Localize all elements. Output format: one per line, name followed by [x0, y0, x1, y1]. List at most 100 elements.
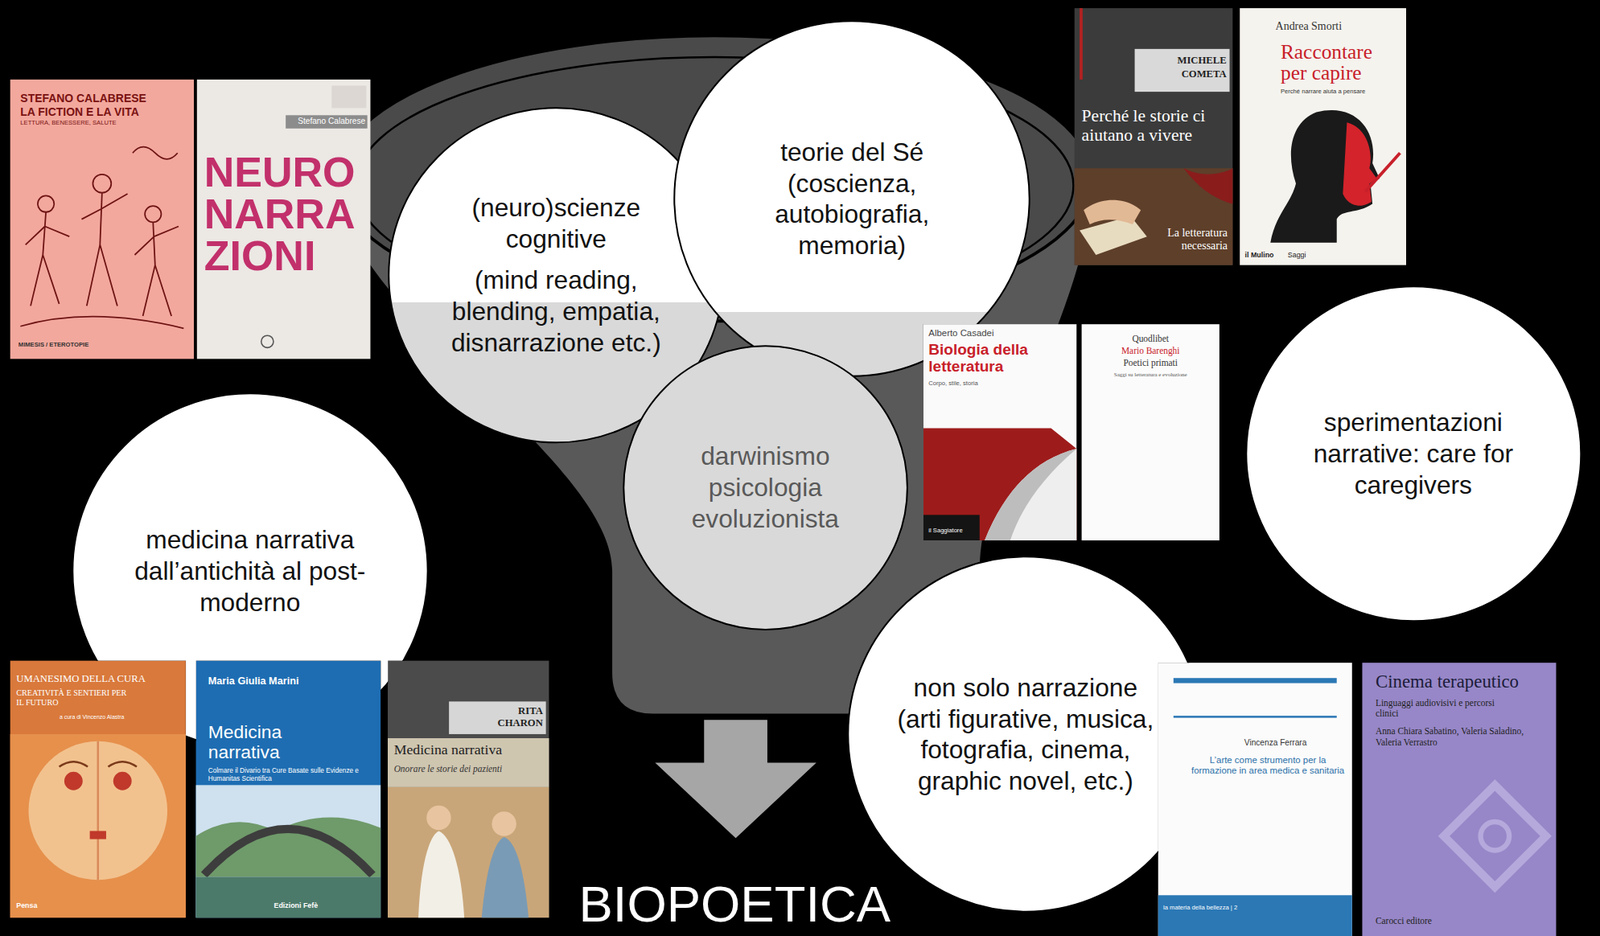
book-cover: [387, 661, 549, 919]
cover-title: NEURO NARRA ZIONI: [204, 151, 370, 277]
book-cover: [1173, 678, 1337, 683]
label-holder: Andrea Smorti: [1275, 20, 1399, 34]
book-cover: [1079, 8, 1083, 80]
circle-body: teorie del Sé (coscienza, autobiografia,…: [673, 20, 1031, 378]
label-holder: MICHELE COMETA: [1165, 53, 1227, 81]
book-cover: [134, 222, 179, 317]
book-cover: [97, 741, 100, 881]
cover-author: Andrea Smorti: [1275, 20, 1399, 34]
label-holder: Stefano Calabrese: [287, 116, 366, 127]
label-holder: Carocci editore: [1375, 916, 1498, 928]
cover-author: Maria Giulia Marini: [208, 675, 372, 688]
book-cover: [923, 324, 1077, 541]
cover-subtitle: Onorare le storie dei pazienti: [394, 764, 546, 776]
cover-author: Stefano Calabrese: [287, 116, 366, 127]
cover-subtitle: La letteratura necessaria: [1147, 226, 1228, 253]
book-cover: [1074, 8, 1234, 266]
cover-series: la materia della bellezza | 2: [1163, 904, 1347, 912]
book-cover: [90, 830, 107, 840]
cover-author: Alberto Casadei: [928, 328, 1072, 340]
label-holder: LA FICTION E LA VITA: [20, 105, 189, 120]
book-cover: [1361, 662, 1556, 936]
label-holder: CREATIVITÀ E SENTIERI PER IL FUTURO: [16, 688, 131, 708]
result-label: BIOPOETICA: [530, 877, 939, 932]
book-cover: [132, 147, 178, 160]
book-cover: [10, 734, 186, 918]
cover-title: Poetici primati: [1083, 357, 1218, 370]
book-cover: [64, 772, 83, 791]
topic-text: sperimentazioni narrative: care for care…: [1278, 407, 1549, 501]
cover-title: L’arte come strumento per la formazione …: [1188, 755, 1348, 778]
topic-text: teorie del Sé (coscienza, autobiografia,…: [742, 136, 963, 262]
label-holder: RITA CHARON: [479, 705, 543, 732]
topic-circle: non solo narrazione (arti figurative, mu…: [847, 555, 1205, 914]
label-holder: Onorare le storie dei pazienti: [394, 764, 546, 776]
book-cover: [1270, 110, 1380, 243]
label-holder: LETTURA, BENESSERE, SALUTE: [20, 119, 189, 127]
book-cover: [1361, 662, 1556, 936]
cover-subtitle: Colmare il Divario tra Cure Basate sulle…: [208, 767, 377, 784]
label-holder: Perché le storie ci aiutano a vivere: [1081, 106, 1230, 145]
book-cover: [25, 212, 70, 307]
book-cover: [426, 806, 451, 831]
cover-author: Vincenza Ferrara: [1214, 738, 1337, 749]
book-cover: [331, 86, 367, 109]
cover-author: Anna Chiara Sabatino, Valeria Saladino, …: [1375, 726, 1529, 749]
label-holder: Poetici primati: [1083, 357, 1218, 370]
book-cover: [285, 115, 367, 128]
book-cover: [1135, 49, 1230, 92]
book-cover: [923, 324, 1077, 541]
cover-subtitle: Corpo, stile, storia: [928, 379, 1072, 387]
label-holder: Mario Barenghi: [1083, 345, 1218, 358]
label-holder: Biologia della letteratura: [928, 341, 1072, 376]
label-holder: Medicina narrativa: [394, 741, 546, 758]
cover-title: Biologia della letteratura: [928, 341, 1072, 376]
book-cover: [1342, 122, 1378, 206]
cover-title: LA FICTION E LA VITA: [20, 105, 189, 120]
topic-text: darwinismo psicologia evoluzionista: [663, 440, 868, 535]
book-cover: [1074, 168, 1234, 265]
label-holder: a cura di Vincenzo Alastra: [50, 714, 132, 721]
cover-subtitle: Linguaggi audiovisivi e percorsi clinici: [1375, 698, 1504, 720]
cover-title: Cinema terapeutico: [1375, 671, 1555, 693]
book-cover: [1081, 324, 1220, 541]
label-holder: Edizioni Fefè: [255, 901, 337, 911]
cover-title: UMANESIMO DELLA CURA: [16, 673, 181, 686]
label-holder: Vincenza Ferrara: [1214, 738, 1337, 749]
label-holder: Anna Chiara Sabatino, Valeria Saladino, …: [1375, 726, 1529, 749]
label-holder: la materia della bellezza | 2: [1163, 904, 1347, 912]
cover-publisher: MIMESIS / ETEROTOPIE: [18, 341, 162, 349]
book-cover: [196, 818, 382, 878]
circle-body: darwinismo psicologia evoluzionista: [622, 345, 909, 631]
cover-publisher: Pensa: [16, 901, 58, 911]
book-cover: [28, 741, 169, 881]
book-cover: [491, 811, 516, 836]
book-cover: [81, 193, 128, 307]
circle-outline: [847, 555, 1205, 914]
label-holder: NEURO NARRA ZIONI: [204, 151, 370, 277]
book-cover: [59, 761, 137, 767]
book-cover: [984, 448, 1077, 541]
cover-subtitle: LETTURA, BENESSERE, SALUTE: [20, 119, 189, 127]
label-holder: Perché narrare aiuta a pensare: [1280, 87, 1403, 95]
cover-publisher: Quodlibet: [1083, 333, 1218, 346]
label-holder: MIMESIS / ETEROTOPIE: [18, 341, 162, 349]
book-cover: [481, 837, 529, 918]
cover-author: RITA CHARON: [479, 705, 543, 732]
down-arrow: [654, 719, 816, 839]
label-holder: BIOPOETICA: [530, 877, 939, 932]
book-cover: [1365, 152, 1400, 192]
cover-title: Medicina narrativa: [208, 722, 342, 763]
label-holder: Pensa: [16, 901, 58, 911]
book-cover: [197, 79, 371, 359]
cover-author: STEFANO CALABRESE: [20, 91, 189, 106]
cover-author: Mario Barenghi: [1083, 345, 1218, 358]
cover-publisher: Edizioni Fefè: [255, 901, 337, 911]
book-cover: [1183, 168, 1233, 204]
label-holder: Quodlibet: [1083, 333, 1218, 346]
book-cover: [1443, 785, 1547, 888]
book-cover: [1480, 822, 1510, 852]
book-cover: [37, 195, 54, 212]
